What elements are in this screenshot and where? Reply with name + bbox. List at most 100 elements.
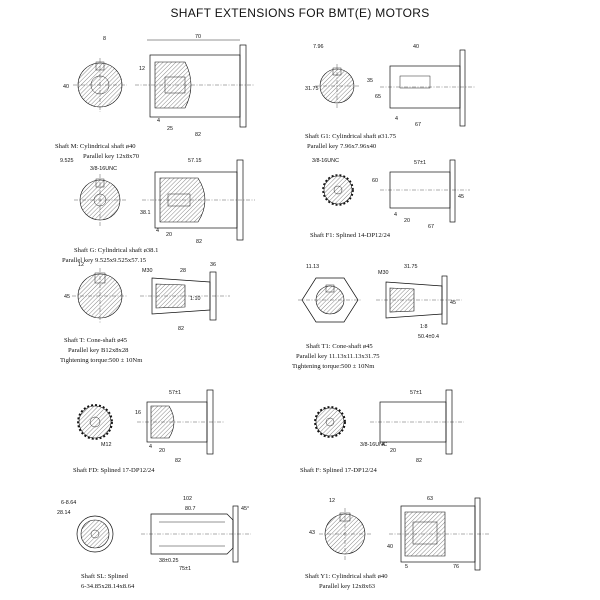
- dim-g1-40: 40: [413, 44, 419, 50]
- dim-sl-102: 102: [183, 496, 192, 502]
- dim-t1-31: 31.75: [404, 264, 418, 270]
- dim-f-20: 20: [390, 448, 396, 454]
- dim-t-thread: M30: [142, 268, 153, 274]
- dim-y1-dia: 40: [387, 544, 393, 550]
- dim-g-57: 57.15: [188, 158, 202, 164]
- panel-shaft-fd: 57±1 M12 16 20 82 4 Shaft FD: Splined 17…: [65, 384, 265, 478]
- caption-m-line2: Parallel key 12x8x70: [83, 153, 140, 160]
- dim-f1-57: 57±1: [414, 160, 426, 166]
- panel-shaft-t: 12 28 M30 1:10 82 36 45 Shaft T: Cone-sh…: [60, 258, 270, 368]
- caption-y1-line1: Shaft Y1: Cylindrical shaft ø40: [305, 573, 388, 580]
- dim-m-82: 82: [195, 132, 201, 138]
- panel-shaft-f1: 3/8-16UNC 57±1 4 20 67 60 45 Shaft F1: S…: [310, 152, 480, 242]
- caption-f1-line1: Shaft F1: Splined 14-DP12/24: [310, 232, 391, 239]
- dim-f1-20: 20: [404, 218, 410, 224]
- dim-f1-67: 67: [428, 224, 434, 230]
- caption-t1-line2: Parallel key 11.13x11.13x31.75: [296, 353, 380, 360]
- dim-t-key: 12: [78, 262, 84, 268]
- dim-g-82: 82: [196, 239, 202, 245]
- caption-y1-line2: Parallel key 12x8x63: [319, 583, 376, 590]
- dim-m-4: 4: [157, 118, 160, 124]
- dim-y1-76: 76: [453, 564, 459, 570]
- dim-t1-dia: 45: [450, 300, 456, 306]
- dim-f-57: 57±1: [410, 390, 422, 396]
- caption-t1-line1: Shaft T1: Cone-shaft ø45: [306, 343, 373, 350]
- dim-f-thread: 3/8-16UNC: [360, 442, 387, 448]
- drawing-shaft-g: 9.525 57.15 3/8-16UNC 20 4 82 38.1: [60, 158, 255, 245]
- dim-t1-50: 50.4±0.4: [418, 334, 439, 340]
- caption-sl-line2: 6-34.85x28.14x8.64: [81, 583, 135, 590]
- dim-f-82: 82: [416, 458, 422, 464]
- dim-g1-key: 7.96: [313, 44, 324, 50]
- panel-shaft-g1: 7.96 40 35 4 65 67 31.75 Shaft G1: Cylin…: [305, 38, 485, 154]
- dim-fd-16: 16: [135, 410, 141, 416]
- dim-t-taper: 1:10: [190, 296, 201, 302]
- dim-fd-4: 4: [149, 444, 152, 450]
- caption-g1-line2: Parallel key 7.96x7.96x40: [307, 143, 377, 150]
- caption-t-line2: Parallel key B12x8x28: [68, 347, 129, 354]
- dim-y1-63: 63: [427, 496, 433, 502]
- drawing-shaft-f1: 3/8-16UNC 57±1 4 20 67 60 45: [312, 158, 470, 230]
- dim-t1-key: 11.13: [306, 264, 319, 270]
- dim-t-36: 36: [210, 262, 216, 268]
- dim-g-key: 9.525: [60, 158, 74, 164]
- dim-m-key: 8: [103, 36, 106, 42]
- drawing-shaft-t: 12 28 M30 1:10 82 36 45: [64, 262, 230, 332]
- dim-sl-80: 80.7: [185, 506, 196, 512]
- panel-shaft-f: 57±1 3/8-16UNC 20 82 4 Shaft F: Splined …: [300, 384, 480, 478]
- drawing-shaft-sl: 6-8.64 28.14 102 80.7 45° 38±0.25 75±1: [57, 496, 251, 572]
- caption-sl-line1: Shaft SL: Splined: [81, 573, 129, 580]
- dim-g1-67: 67: [415, 122, 421, 128]
- dim-f1-60: 60: [372, 178, 378, 184]
- dim-g-thread: 3/8-16UNC: [90, 166, 117, 172]
- dim-y1-5: 5: [405, 564, 408, 570]
- caption-f-line1: Shaft F: Splined 17-DP12/24: [300, 467, 377, 474]
- dim-g-20: 20: [166, 232, 172, 238]
- dim-g-dia: 38.1: [140, 210, 151, 216]
- dim-t-82: 82: [178, 326, 184, 332]
- dim-sl-28: 28.14: [57, 510, 71, 516]
- dim-fd-20: 20: [159, 448, 165, 454]
- dim-t1-thread: M30: [378, 270, 389, 276]
- drawing-shaft-g1: 7.96 40 35 4 65 67 31.75: [305, 44, 475, 128]
- caption-t1-line3: Tightening torque:500 ± 10Nm: [292, 363, 375, 370]
- panel-shaft-g: 9.525 57.15 3/8-16UNC 20 4 82 38.1 Shaft…: [60, 152, 280, 268]
- panel-shaft-y1: 12 63 43 5 76 40 Shaft Y1: Cylindrical s…: [305, 492, 490, 594]
- dim-m-25: 25: [167, 126, 173, 132]
- dim-f1-45: 45: [458, 194, 464, 200]
- dim-f1-4: 4: [394, 212, 397, 218]
- dim-sl-38: 38±0.25: [159, 558, 178, 564]
- dim-fd-82: 82: [175, 458, 181, 464]
- panel-shaft-m: 8 70 4 25 82 12 40 Shaft M: Cylindrical …: [55, 30, 285, 164]
- drawing-shaft-y1: 12 63 43 5 76 40: [309, 496, 490, 571]
- dim-sl-spline: 6-8.64: [61, 500, 76, 506]
- dim-t-dia: 45: [64, 294, 70, 300]
- dim-y1-key: 12: [329, 498, 335, 504]
- dim-g-4: 4: [156, 228, 159, 234]
- dim-fd-57: 57±1: [169, 390, 181, 396]
- dim-g1-35: 35: [367, 78, 373, 84]
- caption-t-line3: Tightening torque:500 ± 10Nm: [60, 357, 143, 364]
- dim-f1-thread: 3/8-16UNC: [312, 158, 339, 164]
- dim-g1-65: 65: [375, 94, 381, 100]
- dim-f-4: 4: [382, 442, 385, 448]
- drawing-shaft-fd: 57±1 M12 16 20 82 4: [77, 389, 225, 464]
- drawing-shaft-f: 57±1 3/8-16UNC 20 82 4: [314, 389, 464, 464]
- dim-m-dia: 40: [63, 84, 69, 90]
- caption-fd-line1: Shaft FD: Splined 17-DP12/24: [73, 467, 155, 474]
- dim-y1-43: 43: [309, 530, 315, 536]
- drawing-shaft-m: 8 70 4 25 82 12 40: [63, 34, 255, 138]
- caption-g-line2: Parallel key 9.525x9.525x57.15: [62, 257, 147, 264]
- dim-g1-dia: 31.75: [305, 86, 319, 92]
- caption-g-line1: Shaft G: Cylindrical shaft ø38.1: [74, 247, 158, 254]
- panel-shaft-sl: 6-8.64 28.14 102 80.7 45° 38±0.25 75±1 S…: [55, 492, 270, 594]
- drawing-shaft-t1: 11.13 31.75 M30 1:8 50.4±0.4 45: [298, 264, 462, 340]
- dim-t-28: 28: [180, 268, 186, 274]
- panel-shaft-t1: 11.13 31.75 M30 1:8 50.4±0.4 45 Shaft T1…: [292, 258, 482, 376]
- caption-t-line1: Shaft T: Cone-shaft ø45: [64, 337, 128, 344]
- page-title: SHAFT EXTENSIONS FOR BMT(E) MOTORS: [170, 6, 430, 20]
- dim-m-length: 70: [195, 34, 201, 40]
- caption-g1-line1: Shaft G1: Cylindrical shaft ø31.75: [305, 133, 397, 140]
- dim-sl-angle: 45°: [241, 506, 249, 512]
- dim-m-12: 12: [139, 66, 145, 72]
